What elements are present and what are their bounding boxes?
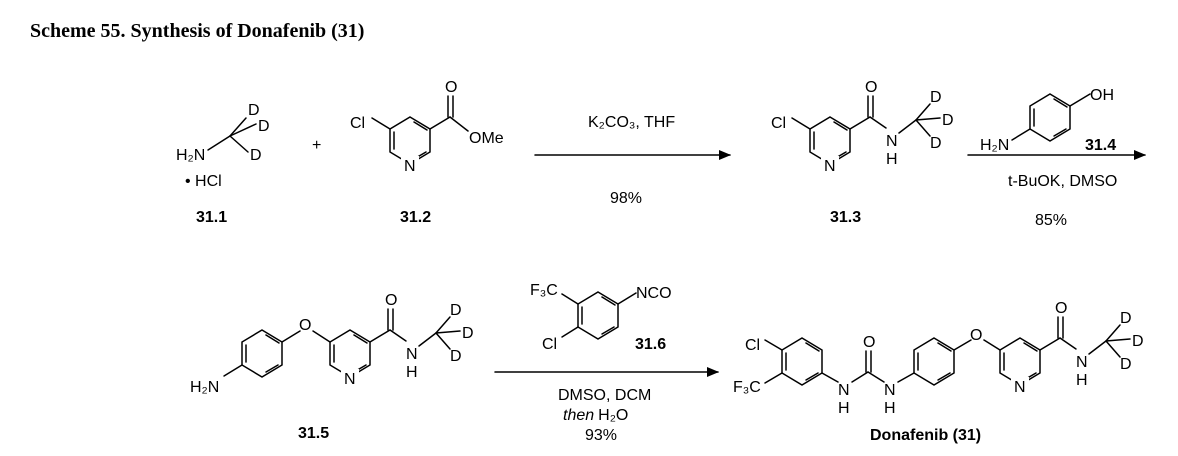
- atom-label: H: [838, 400, 850, 417]
- atom-label: D: [450, 302, 462, 319]
- atom-label: H₂N: [980, 137, 1009, 154]
- plus-sign: +: [312, 137, 321, 154]
- compound-label: 31.4: [1085, 137, 1116, 154]
- compound-donafenib: Cl F₃C N H O N H O: [733, 300, 1144, 444]
- atom-label: D: [258, 118, 270, 135]
- reagent-then: then: [563, 407, 594, 424]
- yield-text: 93%: [585, 427, 617, 444]
- compound-31-6: NCO F₃C Cl 31.6: [530, 282, 672, 353]
- atom-label: H: [1076, 372, 1088, 389]
- reagent-text: t-BuOK, DMSO: [1008, 173, 1117, 190]
- atom-label: NCO: [636, 285, 672, 302]
- atom-label: D: [450, 348, 462, 365]
- reagent-text: DMSO, DCM: [558, 387, 651, 404]
- compound-31-5: H₂N O N O N H D D D: [190, 292, 474, 442]
- compound-label: 31.1: [196, 209, 227, 226]
- atom-label: N: [884, 382, 896, 399]
- reagent-text: K₂CO₃, THF: [588, 114, 675, 131]
- atom-label: N: [1076, 354, 1088, 371]
- atom-label: D: [248, 102, 260, 119]
- atom-label: Cl: [350, 115, 365, 132]
- compound-label: 31.6: [635, 336, 666, 353]
- atom-label: OMe: [469, 130, 504, 147]
- salt-label: • HCl: [185, 173, 222, 190]
- atom-label: N: [886, 133, 898, 150]
- atom-label: O: [445, 79, 457, 96]
- atom-label: O: [863, 334, 875, 351]
- yield-text: 85%: [1035, 212, 1067, 229]
- atom-label: N: [824, 158, 836, 175]
- atom-label: D: [462, 325, 474, 342]
- atom-label: D: [1120, 310, 1132, 327]
- atom-label: D: [930, 135, 942, 152]
- reaction-arrow-2: OH H₂N 31.4 t-BuOK, DMSO 85%: [967, 87, 1146, 229]
- atom-label: Cl: [745, 337, 760, 354]
- atom-label: F₃C: [530, 282, 558, 299]
- reaction-arrow-1: K₂CO₃, THF 98%: [534, 114, 731, 207]
- atom-label: O: [299, 317, 311, 334]
- compound-label: Donafenib (31): [870, 427, 981, 444]
- yield-text: 98%: [610, 190, 642, 207]
- compound-31-1: H₂N D D D • HCl 31.1: [176, 102, 270, 226]
- compound-label: 31.5: [298, 425, 329, 442]
- atom-label: F₃C: [733, 379, 761, 396]
- compound-label: 31.3: [830, 209, 861, 226]
- atom-label: D: [250, 147, 262, 164]
- atom-label: Cl: [542, 336, 557, 353]
- atom-label: D: [1120, 356, 1132, 373]
- atom-label: H: [884, 400, 896, 417]
- atom-label: O: [865, 79, 877, 96]
- atom-label: N: [406, 346, 418, 363]
- atom-label: O: [385, 292, 397, 309]
- atom-label: N: [838, 382, 850, 399]
- atom-label: O: [970, 327, 982, 344]
- atom-label: D: [930, 89, 942, 106]
- atom-label: H₂N: [190, 379, 219, 396]
- atom-label: N: [404, 158, 416, 175]
- atom-label: N: [1014, 379, 1026, 396]
- atom-label: H₂N: [176, 147, 205, 164]
- reagent-water: H₂O: [598, 407, 628, 424]
- atom-label: O: [1055, 300, 1067, 317]
- compound-31-4: OH H₂N 31.4: [980, 87, 1116, 154]
- atom-label: N: [344, 371, 356, 388]
- atom-label: Cl: [771, 115, 786, 132]
- scheme-title: Scheme 55. Synthesis of Donafenib (31): [30, 20, 365, 42]
- atom-label: D: [942, 112, 954, 129]
- atom-label: H: [886, 151, 898, 168]
- atom-label: D: [1132, 333, 1144, 350]
- compound-label: 31.2: [400, 209, 431, 226]
- compound-31-2: N Cl O OMe 31.2: [350, 79, 504, 226]
- atom-label: OH: [1090, 87, 1114, 104]
- atom-label: H: [406, 364, 418, 381]
- compound-31-3: N Cl O N H D D D 31.3: [771, 79, 954, 226]
